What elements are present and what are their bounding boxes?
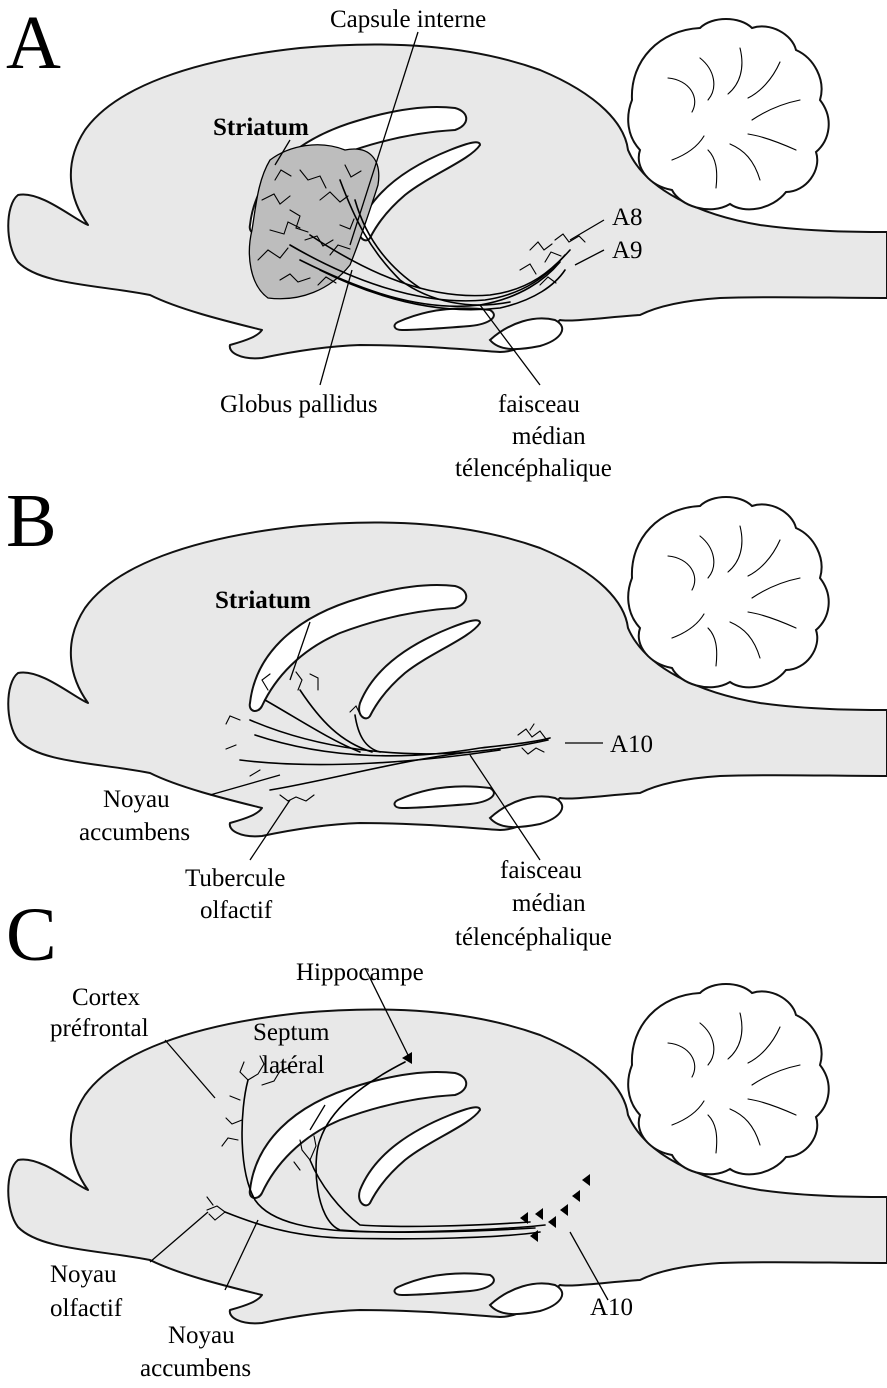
label-mfb-a-1: faisceau — [498, 391, 580, 418]
panel-a: A Capsule interne Striatum A8 A9 Globus … — [6, 1, 887, 482]
label-mfb-b-1: faisceau — [500, 857, 582, 884]
label-tubercule-2: olfactif — [200, 897, 273, 924]
label-cortex-1: Cortex — [72, 984, 141, 1011]
panel-b: B Striatum A10 Noyau accumbens Tubercule… — [6, 479, 887, 951]
label-septum-1: Septum — [253, 1019, 330, 1046]
label-capsule-interne: Capsule interne — [330, 6, 486, 33]
label-a10-c: A10 — [590, 1294, 633, 1321]
panel-letter-c: C — [6, 893, 57, 977]
panel-c: C Hippocampe Cortex préfrontal Septum la… — [6, 893, 887, 1382]
label-noyau-olfactif-2: olfactif — [50, 1295, 123, 1322]
label-mfb-b-2: médian — [512, 890, 586, 917]
brain-outline-a — [8, 19, 887, 358]
label-a9: A9 — [612, 237, 643, 264]
label-noyau-accumbens-c-2: accumbens — [140, 1355, 251, 1382]
panel-letter-b: B — [6, 479, 57, 563]
label-striatum-a: Striatum — [213, 114, 309, 141]
label-globus-pallidus: Globus pallidus — [220, 391, 378, 418]
label-a8: A8 — [612, 204, 643, 231]
label-noyau-b-1: Noyau — [103, 786, 170, 813]
label-mfb-a-3: télencéphalique — [455, 455, 612, 482]
label-noyau-accumbens-c-1: Noyau — [168, 1322, 235, 1349]
label-septum-2: latéral — [262, 1052, 325, 1079]
panel-letter-a: A — [6, 1, 61, 85]
label-cortex-2: préfrontal — [50, 1015, 149, 1042]
label-mfb-a-2: médian — [512, 423, 586, 450]
label-a10-b: A10 — [610, 731, 653, 758]
label-hippocampe: Hippocampe — [296, 959, 424, 986]
label-mfb-b-3: télencéphalique — [455, 924, 612, 951]
label-noyau-b-2: accumbens — [79, 819, 190, 846]
label-striatum-b: Striatum — [215, 587, 311, 614]
label-noyau-olfactif-1: Noyau — [50, 1261, 117, 1288]
label-tubercule-1: Tubercule — [185, 865, 285, 892]
